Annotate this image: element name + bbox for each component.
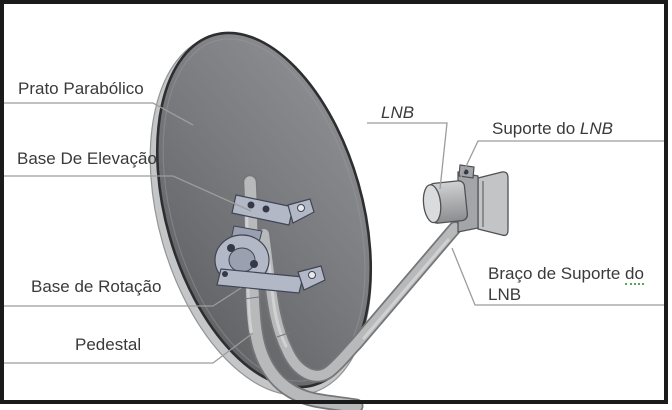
bolt (262, 205, 270, 213)
elevation-bracket-plate (231, 194, 294, 226)
label-prato-parabolico: Prato Parabólico (18, 79, 144, 98)
leader-braco-de-suporte (451, 247, 664, 306)
leader-lines (4, 102, 664, 364)
arm-highlight (362, 238, 450, 340)
bolt (222, 271, 228, 277)
arm-collar (276, 331, 292, 338)
lnb-cylinder (422, 180, 469, 224)
label-suporte-do-lnb: Suporte do LNB (492, 118, 613, 139)
label-base-de-elevacao: Base De Elevação (17, 149, 157, 168)
label-pedestal: Pedestal (75, 335, 142, 354)
rotation-clamp-hub (228, 247, 256, 273)
mast-collar (243, 296, 260, 300)
arm-highlight (266, 250, 288, 348)
mount-bracket-assembly (214, 194, 326, 294)
label-base-de-rotacao: Base de Rotação (31, 277, 162, 296)
bolt (250, 260, 258, 268)
leader-base-de-rotacao (4, 287, 242, 307)
label-suporte-lnb-italic: LNB (579, 119, 613, 138)
lnb-support-arm (257, 221, 462, 383)
leader-pedestal (4, 332, 254, 364)
label-braco-line2: LNB (488, 285, 522, 304)
wing-hole (297, 204, 305, 212)
bolt (463, 169, 469, 175)
leader-suporte-do-lnb (460, 140, 664, 178)
lnb-assembly (422, 164, 509, 237)
bolt (247, 201, 255, 209)
label-suporte-prefix: Suporte do (492, 119, 580, 138)
label-lnb: LNB (381, 103, 415, 122)
label-braco-do: do (625, 264, 644, 285)
wing-hole (308, 271, 316, 279)
leader-lnb (367, 122, 448, 190)
lnb-wall-plate (477, 171, 509, 237)
rotation-clamp-bar (216, 268, 304, 294)
leader-prato-parabolico (4, 102, 194, 126)
leader-base-de-elevacao (4, 175, 252, 212)
lnb-face (422, 184, 442, 224)
bolt (227, 244, 235, 252)
label-braco-line1: Braço de Suporte (488, 264, 626, 283)
